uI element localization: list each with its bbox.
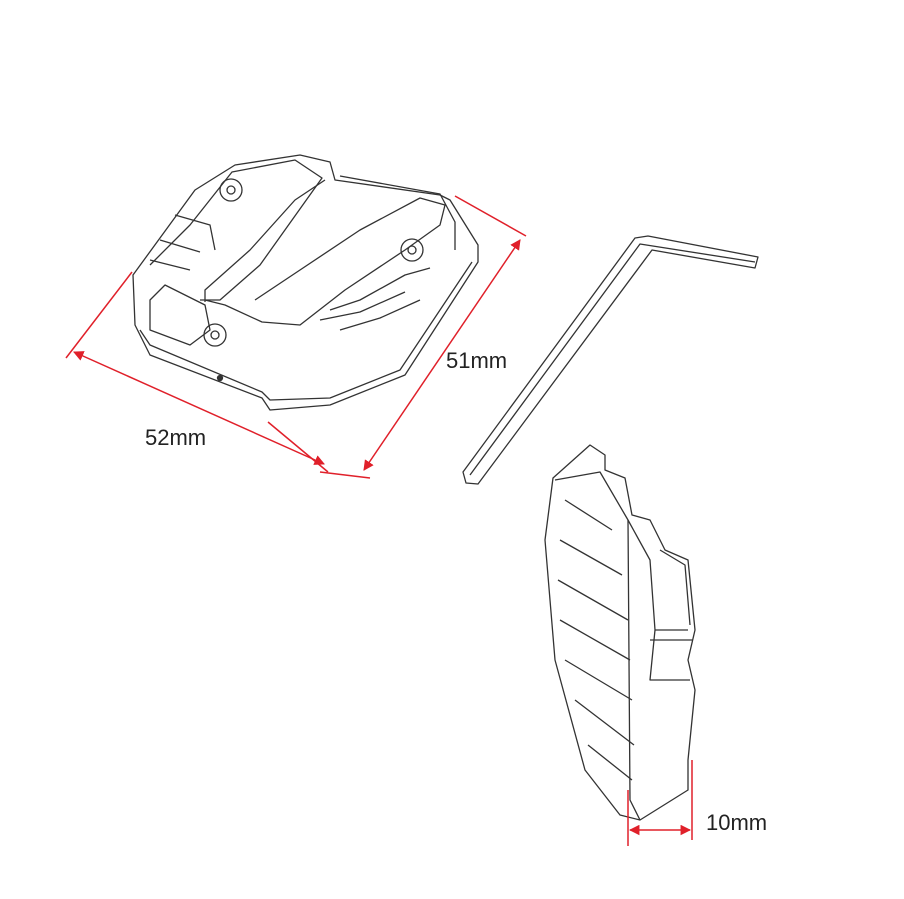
screw-icon [203,323,227,347]
depth-label: 51mm [446,348,508,373]
width-label: 52mm [145,425,207,450]
dimension-depth [319,195,527,479]
side-stand-pad-top-view [132,154,479,411]
side-stand-pad-side-view [544,444,696,821]
dimension-thickness [627,760,693,846]
screw-icon [219,178,243,202]
screw-icons [203,178,424,382]
hex-key [462,235,759,485]
dimension-width [65,271,329,473]
thickness-label: 10mm [706,810,768,835]
